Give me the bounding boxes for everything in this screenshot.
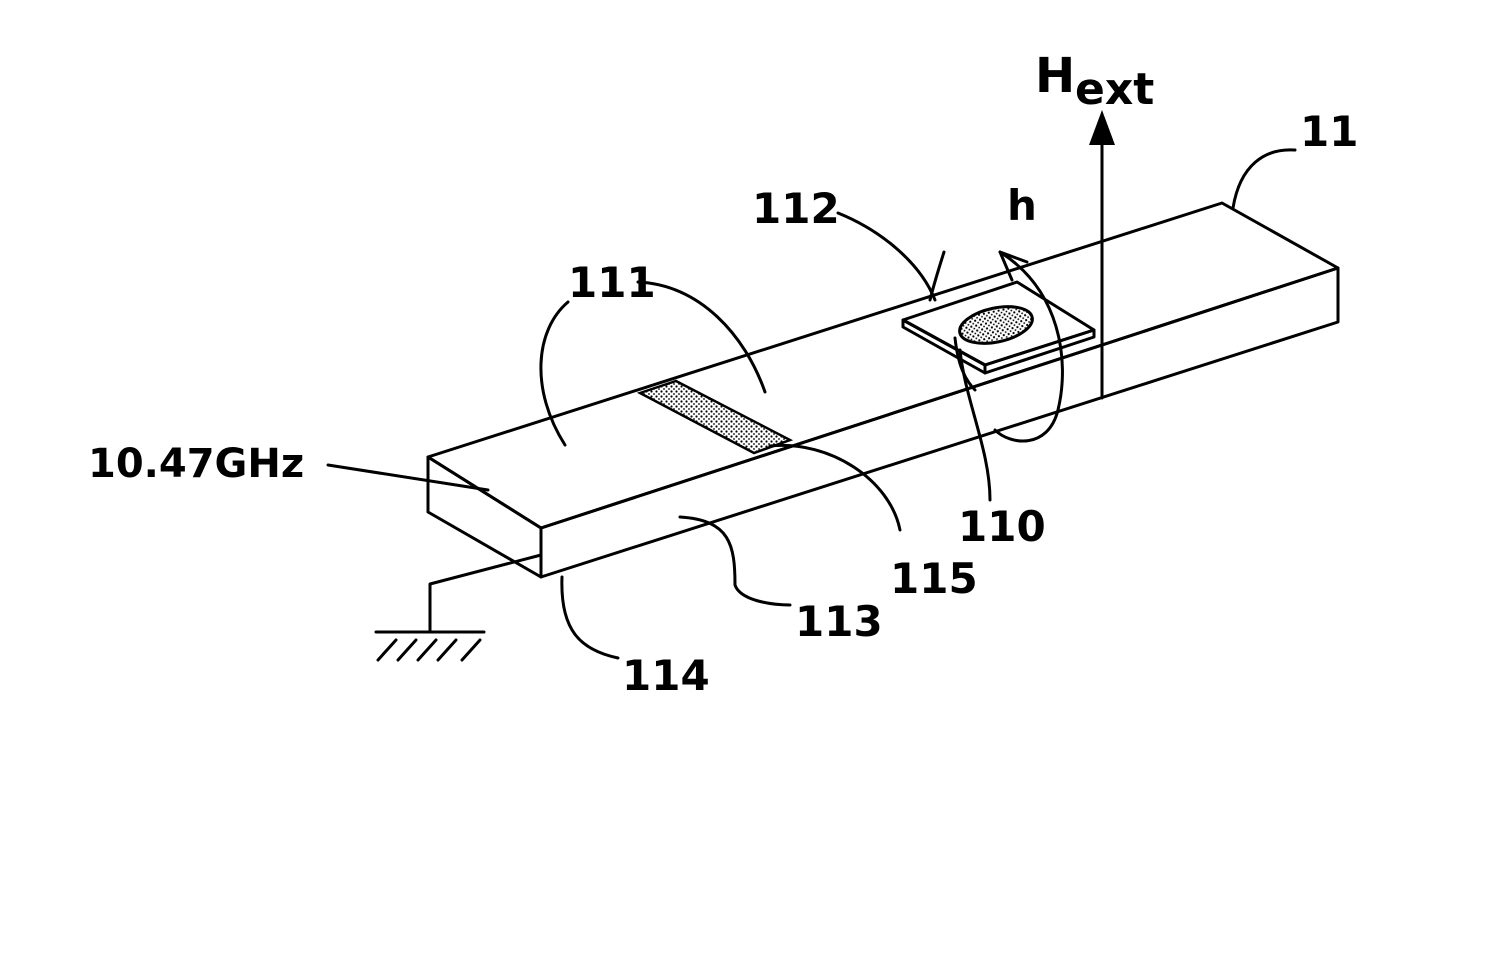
label-ground-plane: 114 [622, 651, 710, 700]
label-gap: 115 [890, 554, 978, 603]
strip-line [636, 379, 794, 455]
label-rf-field: h [1007, 181, 1037, 230]
labels: H ext 11 112 h 111 10.47GHz 115 110 113 … [88, 48, 1358, 700]
label-pad: 112 [752, 184, 840, 233]
label-dot: 110 [958, 502, 1046, 551]
leader-lines [326, 148, 1297, 660]
label-frequency: 10.47GHz [88, 441, 304, 487]
substrate-front-face [539, 266, 1340, 579]
label-field-sub: ext [1075, 64, 1154, 115]
label-field-main: H [1035, 48, 1075, 104]
label-substrate: 11 [1300, 107, 1358, 156]
gap-hatch [636, 379, 794, 455]
label-side-face: 113 [795, 597, 883, 646]
label-strip: 111 [568, 258, 656, 307]
external-field-arrow [1089, 110, 1115, 400]
substrate-bar [426, 201, 1340, 579]
ground-symbol [374, 553, 543, 662]
dot-110 [958, 305, 1034, 345]
